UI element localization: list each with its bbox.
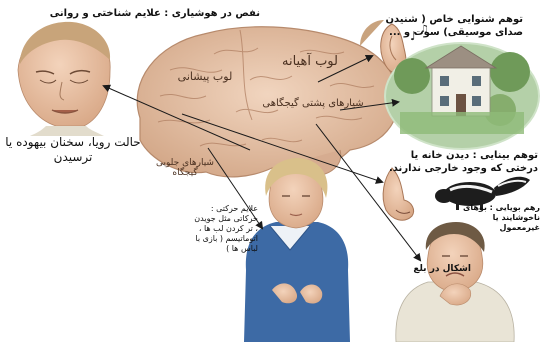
brain-label-frontal-top: لوب پیشانی xyxy=(160,70,250,83)
woman-illustration xyxy=(244,158,350,342)
label-auditory-hallucination: توهم شنوایی خاص ( شنیدن صدای موسیقی) سوت… xyxy=(373,14,523,39)
label-olfactory-hallucination: رهم بویایی : بوهای ناخوشایند یا غیرمعمول xyxy=(460,203,540,233)
brain-label-occipital: شیارهای پشتی گیجگاهی xyxy=(258,98,368,109)
label-visual-hallucination: توهم بینایی : دیدن خانه یا درختی که وجود… xyxy=(380,150,538,175)
label-motor-symptoms: علایم حرکتی : حرکاتی مثل جویدن ، تر کردن… xyxy=(190,204,258,254)
brain-label-frontal-bottom: شیارهای جلویی گیجگاه xyxy=(150,158,220,178)
label-consciousness: نفص در هوشیاری : علایم شناختی و روانی xyxy=(0,8,260,21)
label-swallowing: اشکال در بلع xyxy=(385,264,471,275)
label-dream-state: حالت رویا، سخنان بیهوده یا ترسیدن xyxy=(2,135,144,165)
house-vision-illustration xyxy=(384,42,540,150)
nose-illustration xyxy=(383,168,413,220)
brain-label-temporal: لوب آهیانه xyxy=(260,54,360,69)
choking-man-illustration xyxy=(396,222,514,342)
dazed-man-illustration xyxy=(18,22,110,136)
